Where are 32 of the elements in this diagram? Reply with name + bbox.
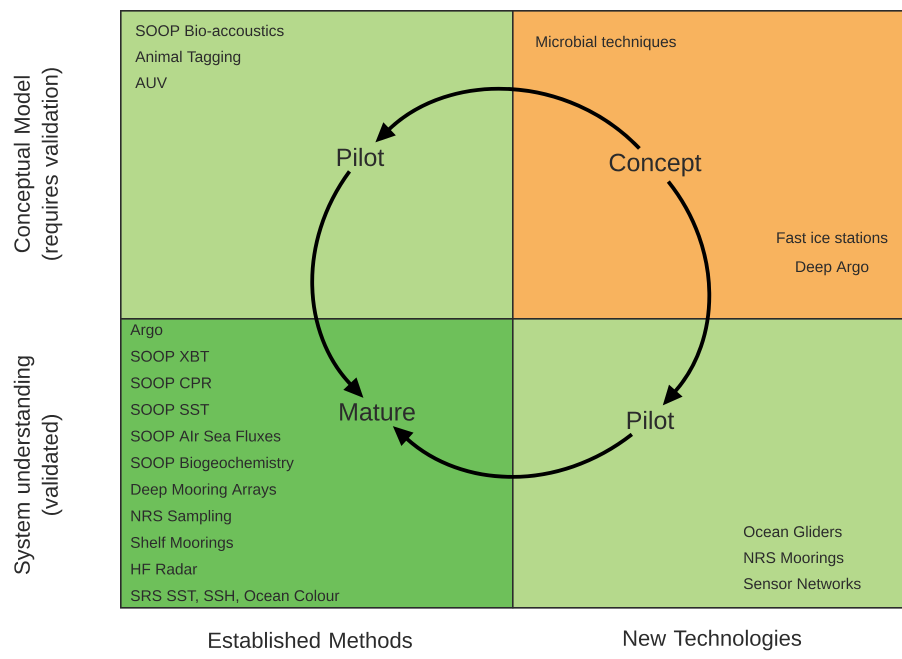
list-item: HF Radar xyxy=(131,563,198,575)
list-item: SOOP Biogeochemistry xyxy=(130,456,294,472)
list-item: Animal Tagging xyxy=(135,50,240,66)
list-item: Deep Argo xyxy=(796,261,868,276)
list-item: SOOP SST xyxy=(130,404,210,415)
list-item: SOOP CPR xyxy=(130,377,212,388)
list-item: Shelf Moorings xyxy=(130,536,233,552)
stage-label: Mature xyxy=(340,403,415,421)
list-item: NRS Sampling xyxy=(131,510,231,524)
quadrant-box xyxy=(512,10,902,320)
list-item: SOOP AIr Sea Fluxes xyxy=(130,430,280,442)
stage-label: Pilot xyxy=(628,410,674,430)
list-item: Ocean Gliders xyxy=(744,526,842,538)
quadrant-box xyxy=(512,318,902,609)
stage-label: Concept xyxy=(610,154,702,176)
axis-label: Conceptual Model (requires validation) xyxy=(14,68,62,260)
list-item: SOOP Bio-accoustics xyxy=(136,24,284,36)
list-item: Sensor Networks xyxy=(744,578,861,590)
list-item: SOOP XBT xyxy=(130,350,210,362)
quadrant-box xyxy=(120,10,514,320)
axis-label: Established Methods xyxy=(209,632,412,648)
stage-label: Pilot xyxy=(338,148,384,166)
list-item: Argo xyxy=(130,324,162,338)
axis-label: System understanding (validated) xyxy=(14,356,62,574)
axis-label: New Technologies xyxy=(624,630,802,650)
list-item: Microbial techniques xyxy=(536,36,676,50)
list-item: AUV xyxy=(135,77,167,88)
quadrant-box xyxy=(120,318,514,609)
list-item: Deep Mooring Arrays xyxy=(131,483,276,498)
list-item: NRS Moorings xyxy=(744,552,844,566)
list-item: Fast ice stations xyxy=(777,232,888,244)
list-item: SRS SST, SSH, Ocean Colour xyxy=(130,590,340,603)
